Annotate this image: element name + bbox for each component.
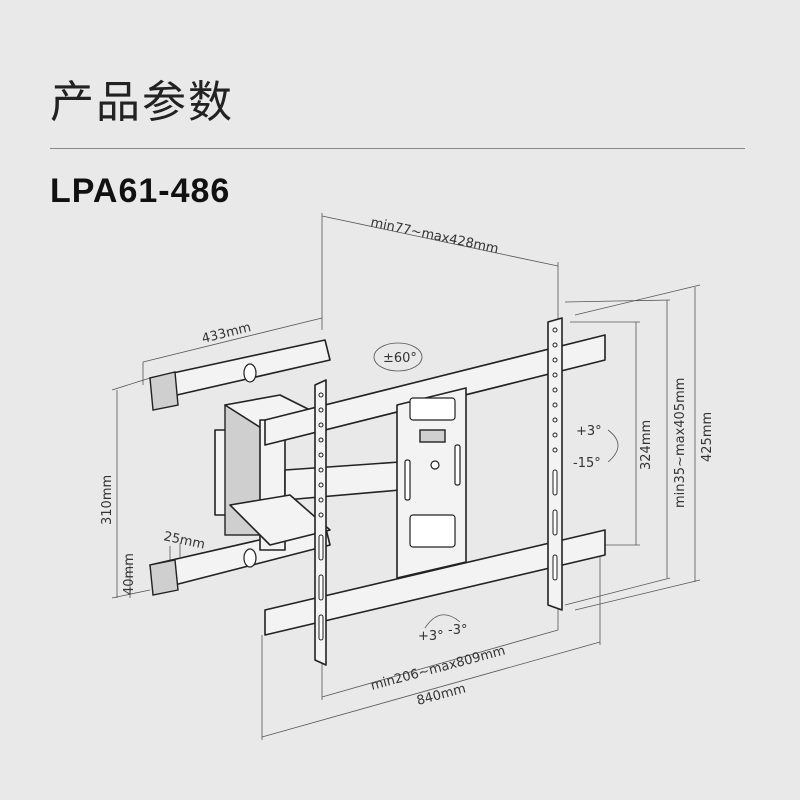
level-minus-label: -3° bbox=[448, 623, 467, 638]
wall-plate bbox=[149, 339, 331, 596]
wall-plate-height-label: 310mm bbox=[100, 475, 115, 525]
extension-label: min77~max428mm bbox=[369, 215, 500, 257]
tilt-down-label: -15° bbox=[573, 456, 601, 471]
tv-rails bbox=[264, 334, 606, 636]
page-title: 产品参数 bbox=[50, 77, 234, 128]
vesa-vertical-label: 324mm bbox=[639, 420, 654, 470]
vesa-vertical-range-label: min35~max405mm bbox=[673, 378, 688, 508]
tilt-up-label: +3° bbox=[576, 424, 602, 439]
wall-rail-label: 40mm bbox=[122, 553, 137, 595]
vertical-brackets bbox=[314, 317, 563, 666]
bracket-width-label: 840mm bbox=[415, 681, 467, 708]
center-plate bbox=[396, 387, 467, 579]
model-number: LPA61-486 bbox=[50, 172, 231, 210]
divider bbox=[50, 148, 745, 149]
arm-length-label: 433mm bbox=[200, 320, 252, 347]
dimension-lines bbox=[111, 213, 701, 740]
bracket-height-label: 425mm bbox=[700, 412, 715, 462]
rotation-arrows bbox=[373, 342, 619, 629]
vesa-horizontal-range-label: min206~max809mm bbox=[369, 643, 507, 693]
level-plus-label: +3° bbox=[418, 629, 444, 644]
swivel-angle-label: ±60° bbox=[383, 351, 417, 366]
rail-width-label: 25mm bbox=[162, 529, 206, 552]
